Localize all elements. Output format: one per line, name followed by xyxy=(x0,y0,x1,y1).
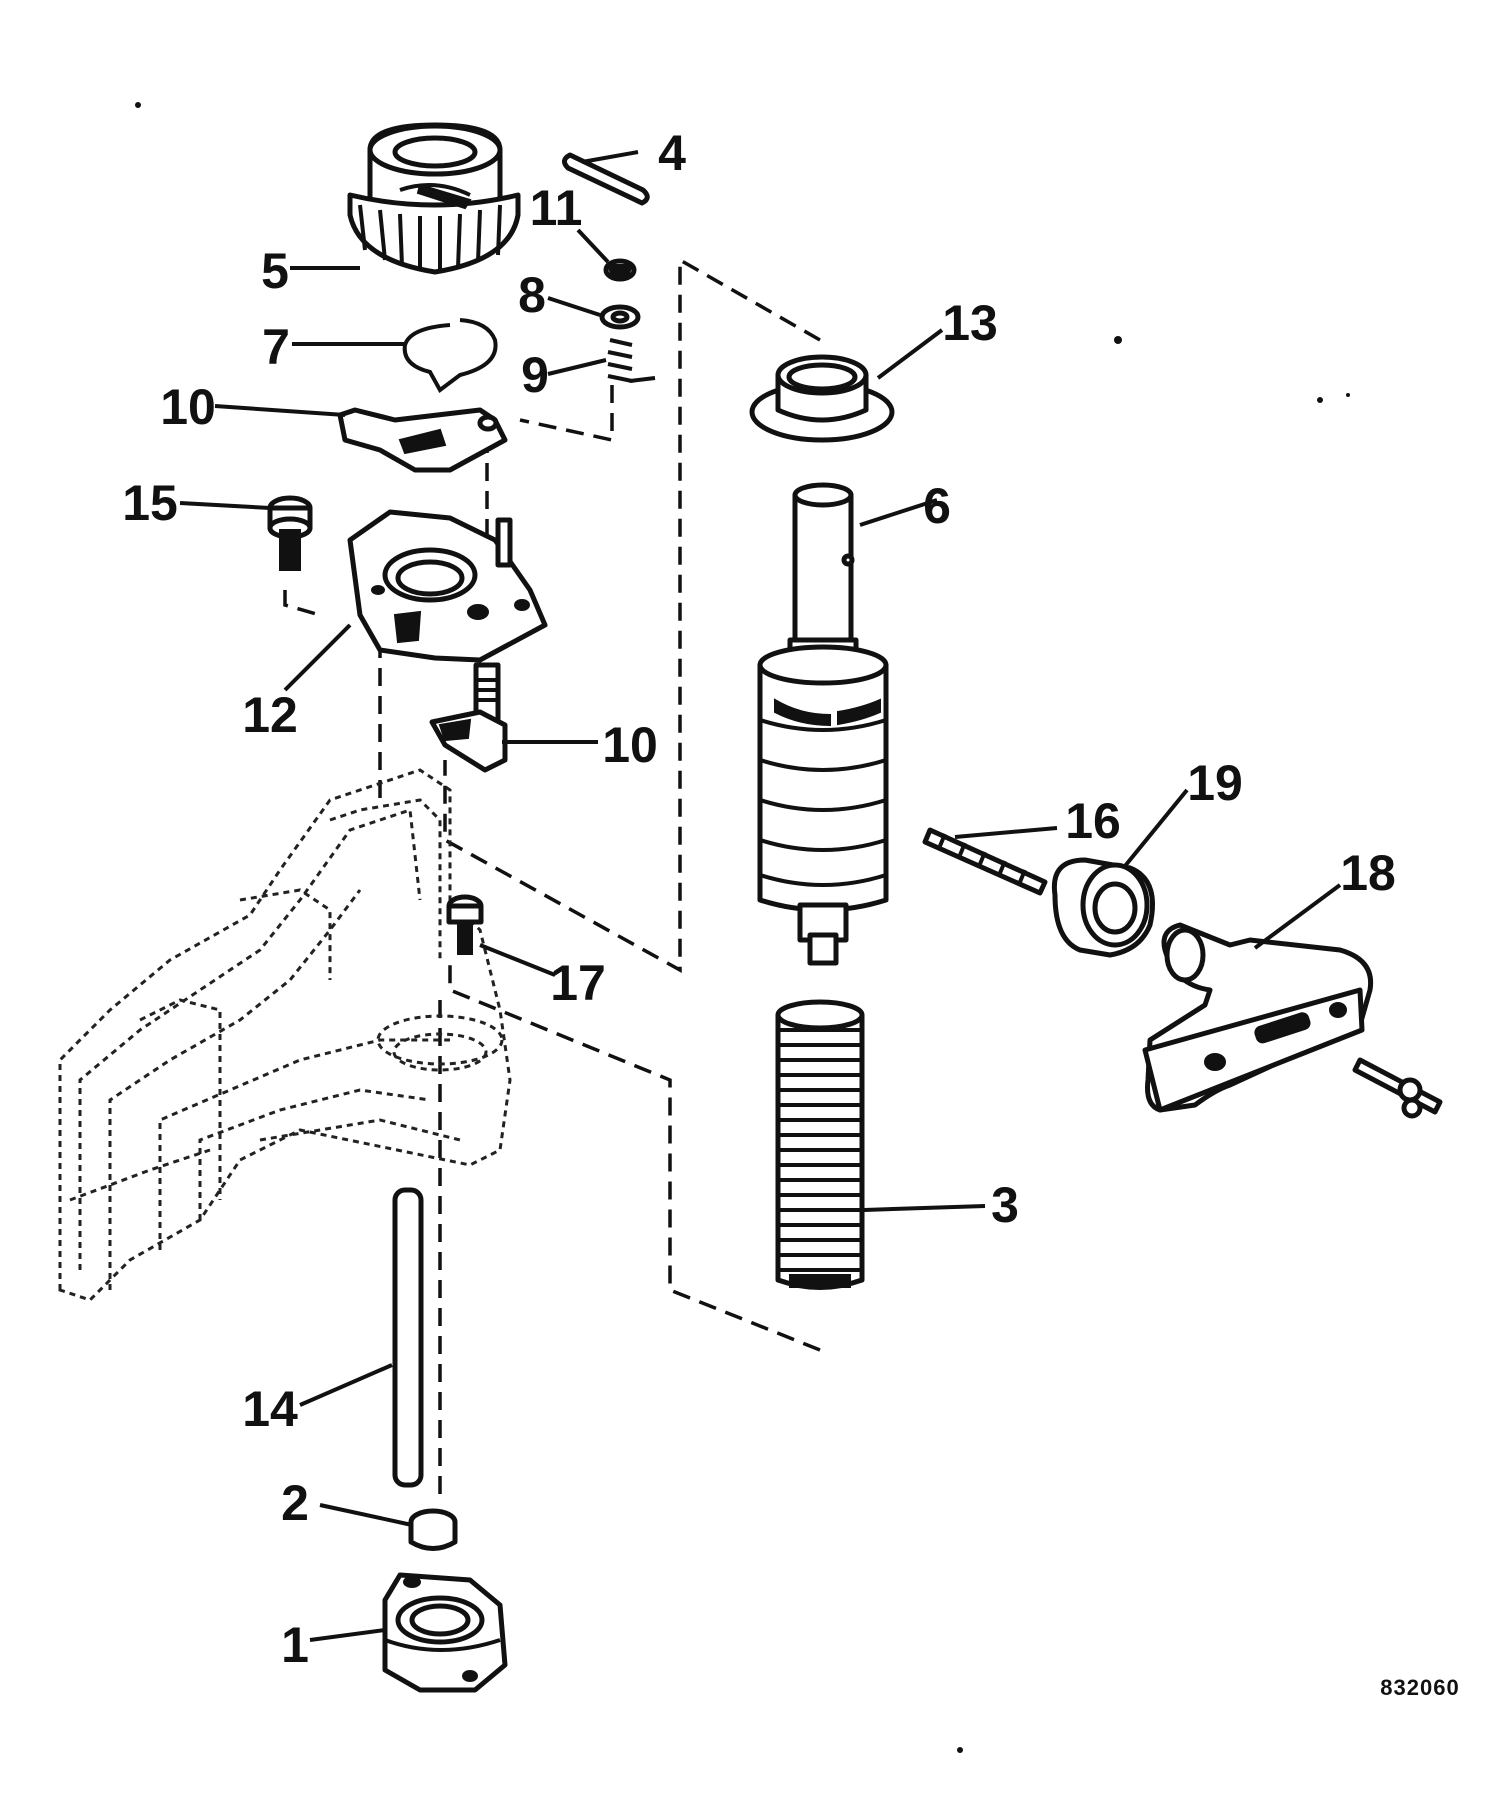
part-10-pawl-lever xyxy=(337,407,508,473)
part-16-rope xyxy=(922,827,1048,896)
part-18-starter-handle xyxy=(1142,922,1374,1113)
phantom-housing xyxy=(58,768,512,1302)
callout-labels: 4 11 5 8 7 9 13 10 15 6 12 10 19 16 18 1… xyxy=(122,125,1396,1673)
callout-1: 1 xyxy=(281,1617,309,1673)
callout-14: 14 xyxy=(242,1381,298,1437)
part-10-pawl-bracket xyxy=(429,662,508,773)
part-2-nut xyxy=(408,1508,458,1551)
callout-13: 13 xyxy=(942,295,998,351)
callout-18: 18 xyxy=(1340,845,1396,901)
callout-3: 3 xyxy=(991,1177,1019,1233)
callout-8: 8 xyxy=(518,267,546,323)
callout-19: 19 xyxy=(1187,755,1243,811)
figure-code: 832060 xyxy=(1380,1675,1459,1700)
callout-10-upper: 10 xyxy=(160,379,216,435)
scan-specks xyxy=(135,102,1350,1753)
part-15-screw xyxy=(267,495,313,571)
part-4-pin xyxy=(562,152,650,206)
part-3-recoil-spring xyxy=(775,999,865,1290)
part-19-handle-insert xyxy=(1051,857,1155,958)
part-8-washer xyxy=(599,304,641,330)
part-12-plate xyxy=(347,509,548,663)
callout-17: 17 xyxy=(550,955,606,1011)
callout-15: 15 xyxy=(122,475,178,531)
part-1-bearing-housing xyxy=(382,1572,508,1693)
part-11-nut xyxy=(603,258,637,282)
callout-12: 12 xyxy=(242,687,298,743)
handle-retaining-pin xyxy=(1352,1057,1443,1119)
part-17-screw xyxy=(446,894,484,955)
callout-4: 4 xyxy=(658,125,686,181)
part-14-rod xyxy=(392,1187,424,1488)
callout-16: 16 xyxy=(1065,793,1121,849)
part-6-spindle xyxy=(757,482,889,966)
callout-5: 5 xyxy=(261,243,289,299)
callout-7: 7 xyxy=(262,319,290,375)
callout-9: 9 xyxy=(521,347,549,403)
callout-6: 6 xyxy=(923,478,951,534)
callout-10-lower: 10 xyxy=(602,717,658,773)
part-9-spring xyxy=(607,338,656,383)
part-5-drive-pinion xyxy=(347,122,521,275)
part-13-bushing xyxy=(749,354,895,443)
assembly-guide-lines xyxy=(283,256,821,1500)
callout-11: 11 xyxy=(530,180,583,236)
leader-lines xyxy=(179,150,1342,1642)
part-7-retaining-ring xyxy=(402,318,498,393)
callout-2: 2 xyxy=(281,1475,309,1531)
